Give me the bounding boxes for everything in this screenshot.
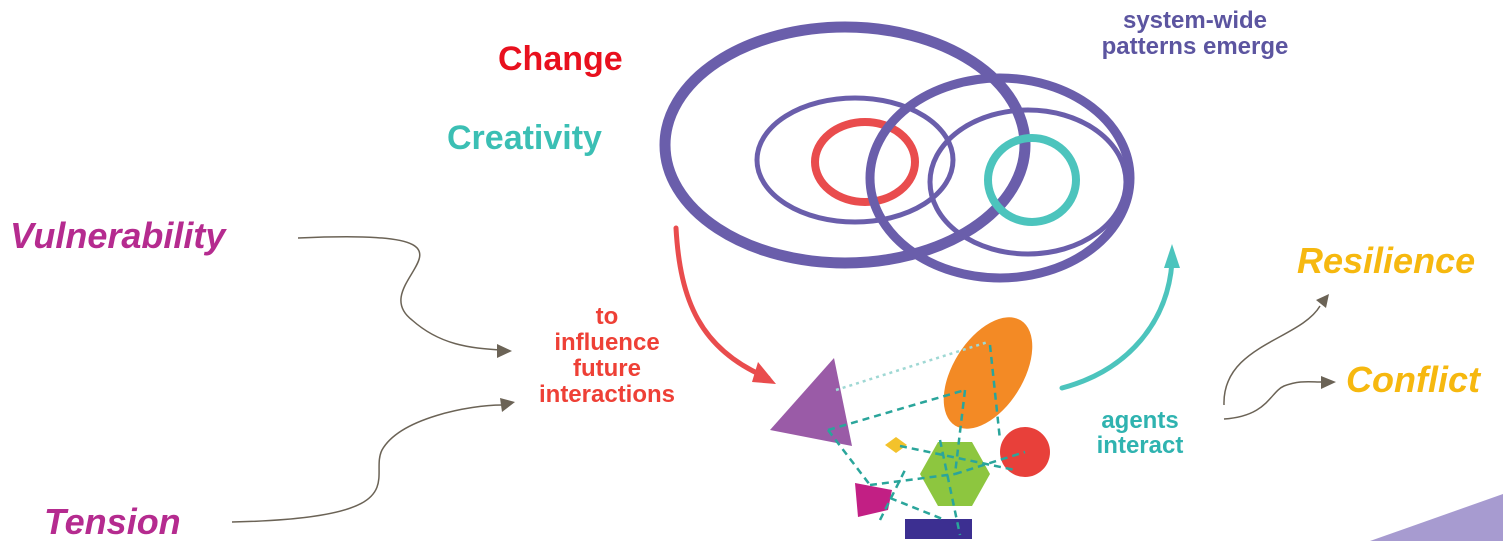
label-resilience: Resilience	[1297, 240, 1476, 281]
to-influence-line4: interactions	[538, 381, 676, 408]
tension-arrow	[231, 404, 503, 523]
ring-core-red	[811, 118, 919, 206]
label-agents-interact: agents interact	[1076, 408, 1204, 458]
to-influence-line2: influence	[554, 329, 660, 356]
resilience-arrow	[1223, 305, 1321, 406]
conflict-arrow	[1223, 380, 1323, 420]
ring-outer-left	[659, 21, 1031, 269]
to-influence-line3: future	[573, 355, 641, 382]
agent-dotted-link	[835, 340, 989, 392]
emergence-arc-teal	[1059, 259, 1175, 391]
feedback-arc-red	[673, 225, 771, 381]
system-wide-line2: patterns emerge	[1101, 33, 1289, 60]
agent-navy-bar	[905, 519, 972, 539]
agents-interact-line2: interact	[1096, 432, 1184, 459]
agents-cluster	[770, 317, 1050, 539]
agent-connections	[827, 344, 1026, 536]
influence-arrows	[231, 236, 1323, 523]
feedback-arc-red-head	[752, 362, 776, 384]
corner-decoration	[1370, 494, 1503, 541]
agent-magenta-quad	[855, 483, 892, 517]
label-system-wide: system-wide patterns emerge	[1090, 8, 1300, 60]
system-rings	[659, 21, 1135, 283]
agent-orange-oval	[943, 317, 1033, 429]
label-vulnerability: Vulnerability	[10, 215, 226, 256]
arrow-heads	[497, 294, 1336, 412]
system-wide-line1: system-wide	[1122, 7, 1268, 34]
agent-yellow-diamond	[885, 437, 907, 453]
label-tension: Tension	[44, 501, 181, 542]
vulnerability-arrow	[297, 236, 501, 351]
ring-outer-right	[865, 73, 1135, 283]
agent-purple-triangle	[770, 358, 852, 446]
label-conflict: Conflict	[1346, 359, 1480, 400]
label-change: Change	[498, 40, 623, 78]
label-to-influence: to influence future interactions	[510, 304, 704, 408]
ring-inner-right	[927, 107, 1129, 257]
to-influence-line1: to	[595, 303, 619, 330]
label-creativity: Creativity	[447, 119, 602, 157]
emergence-arc-teal-head	[1164, 244, 1180, 268]
agents-interact-line1: agents	[1101, 407, 1179, 434]
ring-core-teal	[984, 134, 1080, 226]
ring-inner-left	[754, 95, 956, 225]
